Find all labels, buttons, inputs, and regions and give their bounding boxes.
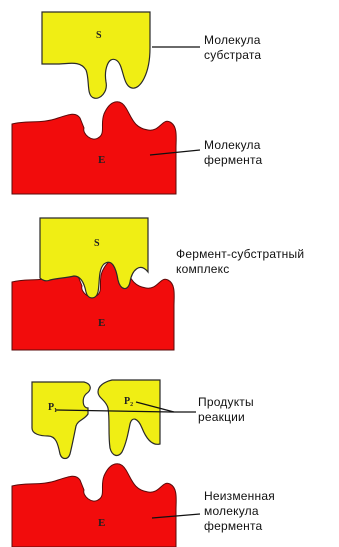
unchanged-enzyme-label-line2: молекула [204,504,259,518]
product-2-letter: P₂ [124,396,133,407]
enzyme-label-line2: фермента [204,153,263,167]
enzyme-shape [11,463,177,547]
enzyme-letter: E [98,317,105,329]
unchanged-enzyme-label-line1: Неизменная [204,489,275,503]
enzyme-leader-line [149,149,201,156]
stage-3: P₁ P₂ E Продукты реакции Неизменная моле… [11,379,275,547]
enzyme-shape [11,101,177,195]
substrate-label-line1: Молекула [204,33,261,47]
substrate-shape [39,217,149,299]
product-1-shape [31,381,91,460]
product-2-shape [97,379,161,457]
products-label-line1: Продукты [198,395,254,409]
products-label-line2: реакции [198,410,245,424]
product-1-leader-line [55,409,173,413]
substrate-letter: S [96,30,102,41]
unchanged-enzyme-label-line3: фермента [204,519,263,533]
enzyme-letter: E [98,517,105,529]
stage-1: S E Молекула субстрата Молекула фермента [11,11,263,195]
enzyme-leader-line [151,513,201,519]
enzyme-letter: E [98,154,105,166]
enzyme-label-line1: Молекула [204,138,261,152]
product-2-leader-line [135,401,175,413]
product-1-letter: P₁ [48,402,57,413]
stage-2: E S Фермент-субстратный комплекс [11,217,304,351]
substrate-letter: S [94,238,100,249]
substrate-shape [41,11,151,99]
complex-label-line2: комплекс [176,262,229,276]
complex-label-line1: Фермент-субстратный [176,247,304,261]
substrate-label-line2: субстрата [204,48,261,62]
